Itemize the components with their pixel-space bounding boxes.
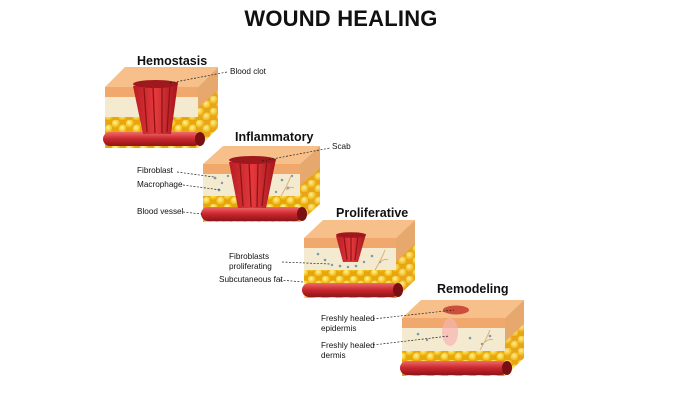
healed-dermis-mark — [442, 318, 458, 346]
label-blood-clot: Blood clot — [230, 67, 266, 76]
healed-epidermis-mark — [443, 305, 469, 315]
stage-title-remodeling: Remodeling — [437, 282, 509, 296]
leader-lines — [169, 71, 455, 346]
remodeling-block — [400, 300, 524, 376]
stage-title-hemostasis: Hemostasis — [137, 54, 208, 68]
inflammatory-block — [201, 146, 320, 222]
blood-vessel — [201, 207, 303, 221]
label-macrophage: Macrophage — [137, 180, 183, 189]
label-blood-vessel: Blood vessel — [137, 207, 184, 216]
blood-vessel — [302, 283, 399, 297]
label-fibroblast: Fibroblast — [137, 166, 173, 175]
stage-title-proliferative: Proliferative — [336, 206, 409, 220]
label-freshly-healed-epidermis: Freshly healed epidermis — [321, 314, 375, 333]
label-freshly-healed-dermis: Freshly healed dermis — [321, 341, 375, 360]
stage-title-inflammatory: Inflammatory — [235, 130, 314, 144]
label-fibroblasts-proliferating: Fibroblasts proliferating — [229, 252, 272, 271]
hemostasis-block — [103, 67, 218, 148]
label-scab: Scab — [332, 142, 351, 151]
label-subcutaneous-fat: Subcutaneous fat — [219, 275, 283, 284]
blood-vessel — [103, 132, 201, 146]
proliferative-block — [302, 220, 415, 298]
blood-vessel — [400, 361, 508, 375]
diagram-title: WOUND HEALING — [244, 6, 438, 31]
